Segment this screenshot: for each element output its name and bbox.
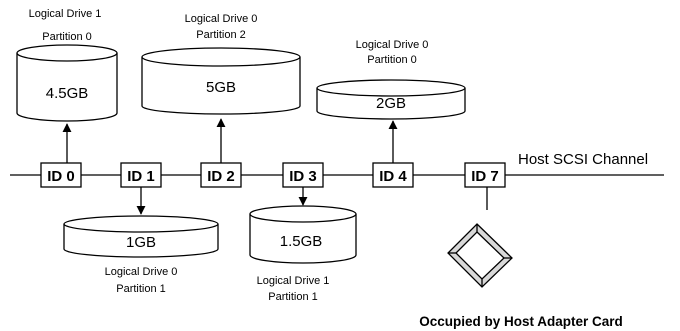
drive-label-partition: Partition 0 xyxy=(367,54,417,66)
svg-text:2GB: 2GB xyxy=(376,95,406,112)
svg-text:ID 7: ID 7 xyxy=(471,168,499,185)
svg-text:ID 1: ID 1 xyxy=(127,168,155,185)
drive-cylinder-4-5gb: 4.5GB xyxy=(16,44,118,122)
drive-cylinder-1-5gb: 1.5GB xyxy=(249,205,357,264)
drive-label-partition: Partition 0 xyxy=(42,31,92,43)
svg-text:ID 4: ID 4 xyxy=(379,168,407,185)
drive-cylinder-5gb: 5GB xyxy=(141,47,301,115)
svg-text:1GB: 1GB xyxy=(126,234,156,251)
channel-label: Host SCSI Channel xyxy=(518,151,648,168)
id-box-1: ID 1 xyxy=(120,162,162,188)
drive-cylinder-2gb: 2GB xyxy=(316,79,466,120)
svg-text:ID 2: ID 2 xyxy=(207,168,235,185)
host-adapter-card-icon xyxy=(447,223,513,288)
svg-text:1.5GB: 1.5GB xyxy=(280,233,323,250)
host-adapter-label: Occupied by Host Adapter Card xyxy=(419,314,623,329)
drive-label-logical: Logical Drive 0 xyxy=(356,39,429,51)
id-box-7: ID 7 xyxy=(464,162,506,188)
id-box-0: ID 0 xyxy=(40,162,82,188)
id-box-3: ID 3 xyxy=(282,162,324,188)
svg-text:ID 0: ID 0 xyxy=(47,168,75,185)
drive-label-partition: Partition 1 xyxy=(116,283,166,295)
drive-label-logical: Logical Drive 1 xyxy=(257,275,330,287)
svg-text:5GB: 5GB xyxy=(206,79,236,96)
id-box-2: ID 2 xyxy=(200,162,242,188)
drive-label-logical: Logical Drive 0 xyxy=(105,266,178,278)
drive-cylinder-1gb: 1GB xyxy=(63,215,219,258)
svg-text:ID 3: ID 3 xyxy=(289,168,317,185)
drive-label-partition: Partition 2 xyxy=(196,29,246,41)
id-box-4: ID 4 xyxy=(372,162,414,188)
drive-label-logical: Logical Drive 0 xyxy=(185,13,258,25)
svg-text:4.5GB: 4.5GB xyxy=(46,85,89,102)
drive-label-logical: Logical Drive 1 xyxy=(29,8,102,20)
drive-label-partition: Partition 1 xyxy=(268,291,318,303)
